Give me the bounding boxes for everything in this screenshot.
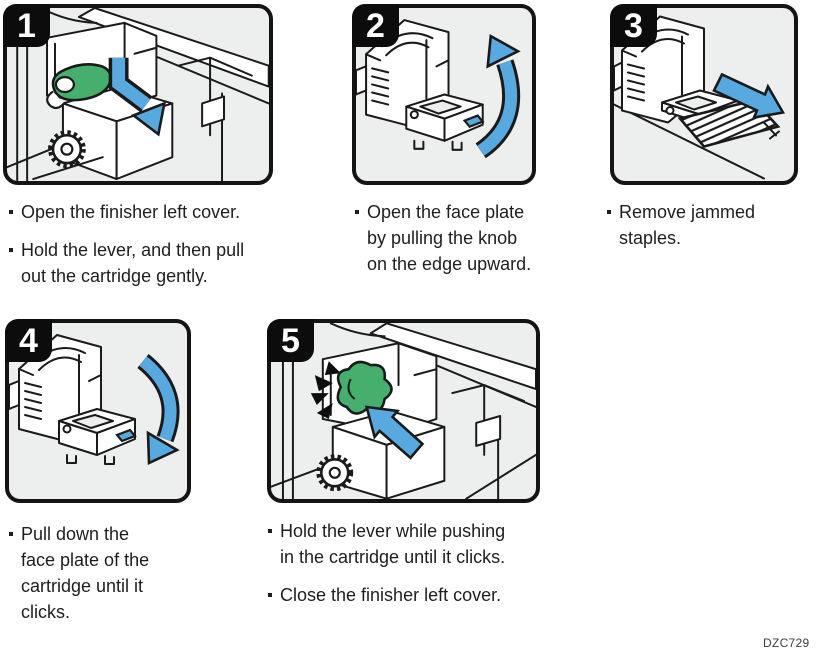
step-number-badge: 4 bbox=[5, 319, 52, 362]
instruction-text: Pull down the face plate of the cartridg… bbox=[21, 524, 150, 622]
step-panel-4: 4 bbox=[5, 319, 191, 503]
push-in-arrow-icon bbox=[364, 405, 425, 460]
step-number: 4 bbox=[19, 321, 38, 360]
bullet-dot bbox=[355, 210, 359, 214]
instruction-item: Open the face plate by pulling the knob … bbox=[355, 199, 585, 277]
cartridge-lever-green bbox=[336, 360, 393, 415]
finisher-cover bbox=[369, 323, 536, 391]
step-number-badge: 2 bbox=[352, 4, 399, 47]
bullet-dot bbox=[268, 593, 272, 597]
jammed-staple-sheet bbox=[677, 99, 781, 148]
step-1-instructions: Open the finisher left cover. Hold the l… bbox=[9, 199, 309, 301]
finisher-interior-push-illustration bbox=[271, 323, 536, 499]
pull-out-arrow-icon bbox=[108, 57, 167, 137]
open-upward-arrow-icon bbox=[475, 34, 521, 159]
instruction-text: Hold the lever while pushing in the cart… bbox=[280, 521, 506, 567]
step-panel-1: 1 bbox=[3, 4, 273, 185]
step-2-instructions: Open the face plate by pulling the knob … bbox=[355, 199, 585, 289]
instruction-item: Remove jammed staples. bbox=[607, 199, 827, 251]
close-downward-arrow-icon bbox=[137, 353, 180, 466]
click-emphasis-marks bbox=[310, 361, 341, 419]
bullet-dot bbox=[268, 529, 272, 533]
instruction-item: Hold the lever, and then pull out the ca… bbox=[9, 237, 309, 289]
finisher-knob bbox=[48, 130, 86, 169]
step-panel-2: 2 bbox=[352, 4, 536, 185]
bullet-dot bbox=[607, 210, 611, 214]
step-panel-5: 5 bbox=[267, 319, 540, 503]
instruction-item: Close the finisher left cover. bbox=[268, 582, 578, 608]
step-number: 5 bbox=[281, 321, 300, 360]
finisher-knob bbox=[316, 454, 354, 492]
step-number: 3 bbox=[624, 6, 643, 45]
bullet-dot bbox=[9, 210, 13, 214]
figure-code: DZC729 bbox=[763, 636, 810, 650]
step-number-badge: 5 bbox=[267, 319, 314, 362]
step-panel-3: 3 bbox=[610, 4, 798, 185]
step-number-badge: 3 bbox=[610, 4, 657, 47]
instruction-text: Open the face plate by pulling the knob … bbox=[367, 202, 532, 274]
face-plate-knob-blue bbox=[115, 428, 137, 443]
instruction-item: Hold the lever while pushing in the cart… bbox=[268, 518, 578, 570]
step-number-badge: 1 bbox=[3, 4, 50, 47]
finisher-interior-pull-illustration bbox=[7, 8, 269, 181]
step-4-instructions: Pull down the face plate of the cartridg… bbox=[9, 521, 229, 637]
instruction-item: Open the finisher left cover. bbox=[9, 199, 309, 225]
step-3-instructions: Remove jammed staples. bbox=[607, 199, 827, 263]
remove-staples-illustration bbox=[614, 15, 786, 180]
instruction-text: Open the finisher left cover. bbox=[21, 202, 241, 222]
step-number: 1 bbox=[17, 6, 36, 45]
bullet-dot bbox=[9, 248, 13, 252]
step-number: 2 bbox=[366, 6, 385, 45]
bullet-dot bbox=[9, 532, 13, 536]
instruction-text: Hold the lever, and then pull out the ca… bbox=[21, 240, 245, 286]
step-5-instructions: Hold the lever while pushing in the cart… bbox=[268, 518, 578, 620]
instruction-item: Pull down the face plate of the cartridg… bbox=[9, 521, 229, 625]
face-plate-knob-blue bbox=[462, 114, 485, 128]
instruction-text: Remove jammed staples. bbox=[619, 202, 756, 248]
remove-arrow-icon bbox=[712, 72, 786, 120]
instruction-text: Close the finisher left cover. bbox=[280, 585, 502, 605]
